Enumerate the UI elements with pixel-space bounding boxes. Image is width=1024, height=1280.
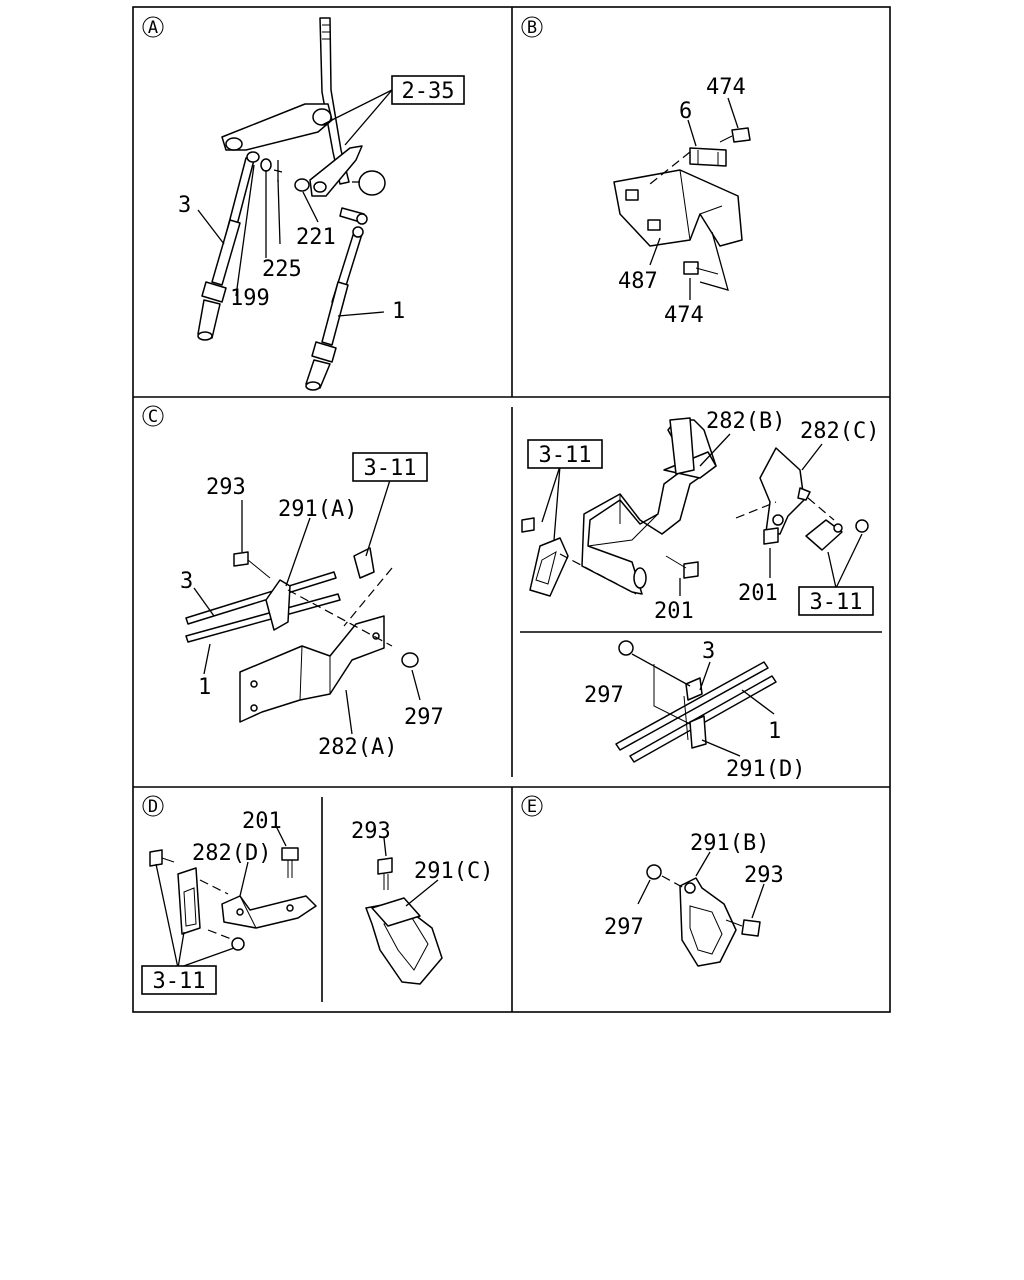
label-201-left: 201 [654, 599, 694, 624]
ref-label: 3-11 [153, 969, 206, 994]
label-6: 6 [679, 99, 692, 124]
section-c-right: 3-11 3-11 282(B) 282(C) 201 201 297 3 1 … [521, 409, 879, 782]
label-282d: 282(D) [192, 841, 271, 866]
label-291d: 291(D) [726, 757, 805, 782]
label-297: 297 [584, 683, 624, 708]
clamp-291b-drawing [646, 864, 761, 967]
ref-label: 2-35 [402, 79, 455, 104]
ref-box-3-11-left: 3-11 [527, 439, 603, 469]
label-225: 225 [262, 257, 302, 282]
ref-label: 3-11 [539, 443, 592, 468]
cable-1-drawing [305, 226, 364, 391]
label-291c: 291(C) [414, 859, 493, 884]
section-a-leaders [197, 89, 393, 317]
ref-box-3-11: 3-11 [352, 452, 428, 482]
ref-label: 3-11 [810, 590, 863, 615]
section-e-leaders [637, 851, 765, 919]
section-c-right-leaders [541, 433, 863, 757]
bracket-487-drawing [613, 127, 751, 275]
label-282c: 282(C) [800, 419, 879, 444]
section-b-leaders [649, 97, 739, 300]
label-297: 297 [404, 705, 444, 730]
svg-text:B: B [527, 18, 537, 38]
label-293: 293 [206, 475, 246, 500]
ref-label: 3-11 [364, 456, 417, 481]
section-b-marker: B [521, 16, 543, 38]
label-282a: 282(A) [318, 735, 397, 760]
label-293: 293 [351, 819, 391, 844]
section-a-marker: A [142, 16, 164, 38]
label-282b: 282(B) [706, 409, 785, 434]
shift-lever-drawing [221, 17, 386, 225]
label-293: 293 [744, 863, 784, 888]
label-291b: 291(B) [690, 831, 769, 856]
section-a: A [142, 16, 465, 391]
section-d-marker: D [142, 795, 164, 817]
section-e-marker: E [521, 795, 543, 817]
cable-3-drawing [197, 151, 310, 341]
label-474-top: 474 [706, 75, 746, 100]
label-201-right: 201 [738, 581, 778, 606]
label-474-bottom: 474 [664, 303, 704, 328]
section-b: B 474 6 487 474 [521, 16, 751, 328]
label-297: 297 [604, 915, 644, 940]
svg-text:C: C [148, 407, 158, 427]
cables-lower-drawing [615, 640, 777, 763]
label-3: 3 [180, 569, 193, 594]
ref-box-3-11-right: 3-11 [798, 586, 874, 616]
bracket-282b-drawing [521, 417, 717, 597]
label-201: 201 [242, 809, 282, 834]
cables-3-1-drawing [185, 547, 419, 668]
bracket-282d-drawing [149, 847, 317, 951]
diagram-frame [132, 6, 891, 1013]
label-221: 221 [296, 225, 336, 250]
svg-text:A: A [148, 18, 158, 38]
ref-box-2-35: 2-35 [391, 75, 465, 105]
label-487: 487 [618, 269, 658, 294]
bracket-282c-drawing [735, 447, 869, 551]
label-1: 1 [392, 299, 405, 324]
section-c-leaders [193, 479, 421, 735]
bracket-282a-drawing [239, 615, 385, 723]
svg-text:E: E [527, 797, 537, 817]
clamp-291c-drawing [365, 857, 443, 985]
section-d-leaders [155, 825, 439, 969]
section-c-marker: C [142, 405, 164, 427]
svg-text:D: D [148, 797, 158, 817]
label-1: 1 [768, 719, 781, 744]
label-3: 3 [178, 193, 191, 218]
section-e: E 291(B) 293 297 [521, 795, 784, 967]
ref-box-3-11: 3-11 [141, 965, 217, 995]
section-d: D [141, 795, 493, 995]
label-1: 1 [198, 675, 211, 700]
section-c: C [142, 405, 444, 760]
label-3: 3 [702, 639, 715, 664]
label-291a: 291(A) [278, 497, 357, 522]
label-199: 199 [230, 286, 270, 311]
